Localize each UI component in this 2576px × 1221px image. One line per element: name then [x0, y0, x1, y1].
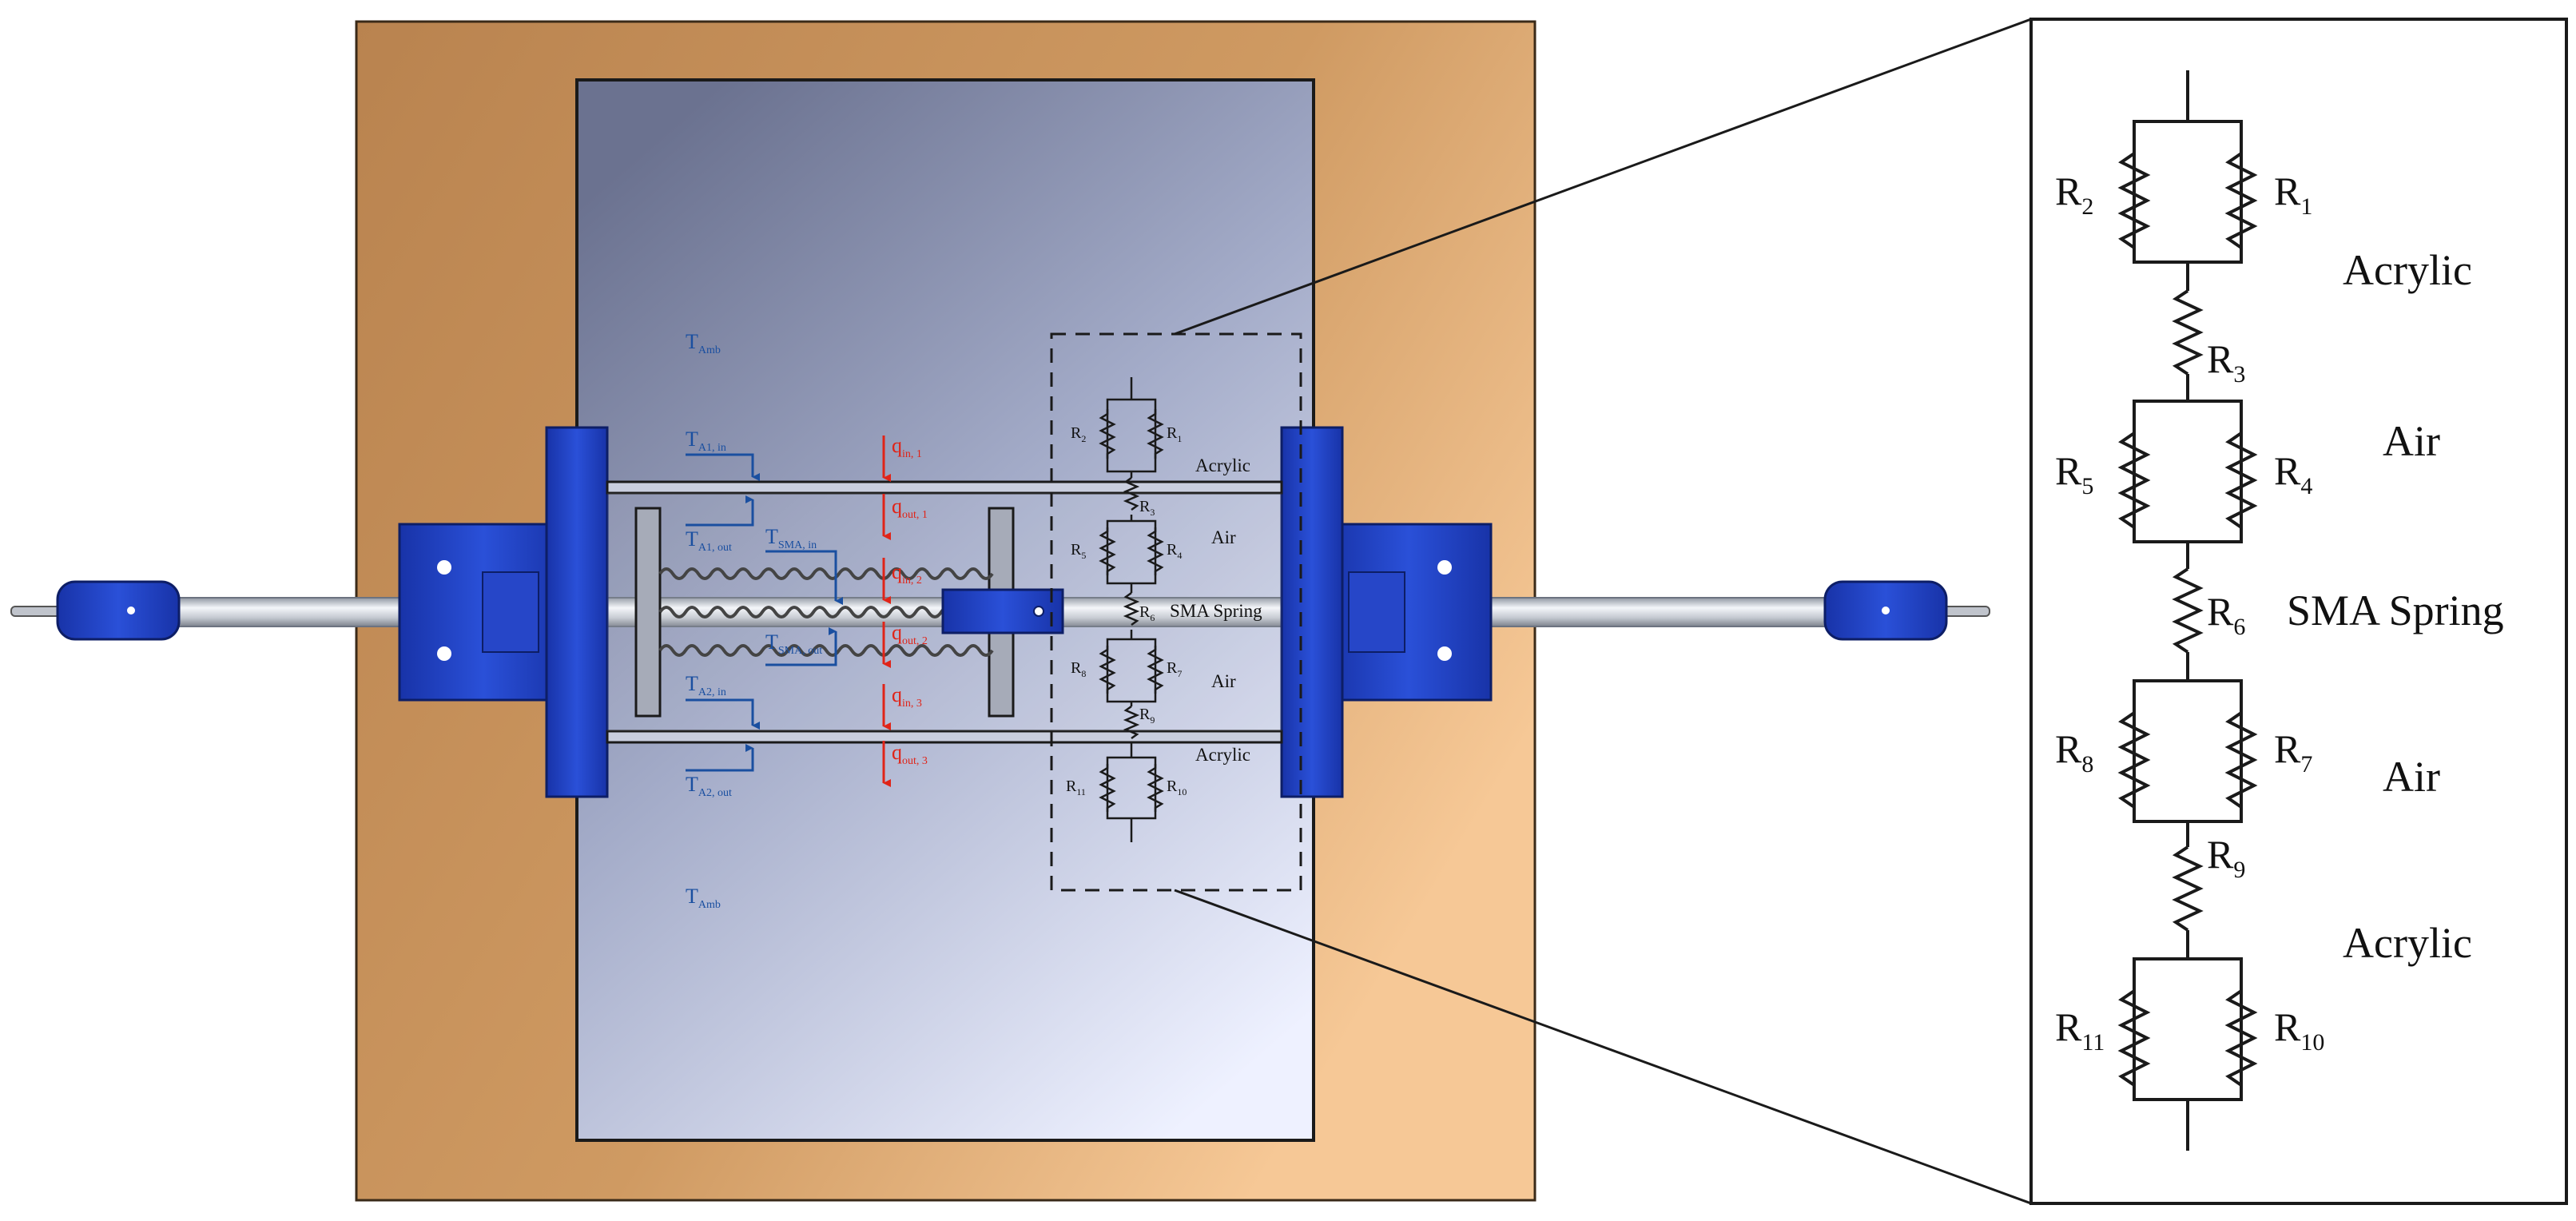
end-cap-left-hole	[127, 607, 135, 614]
temperature-leaders	[686, 453, 843, 772]
small-label-r11: R11	[1066, 778, 1086, 797]
label-t-sma-in: TSMA, in	[765, 525, 817, 551]
right-bracket-inner	[1348, 571, 1405, 653]
slider-block	[941, 588, 1064, 634]
small-label-r6: R6	[1139, 603, 1155, 623]
large-label-r1: R1	[2274, 169, 2312, 220]
end-cap-right-hole	[1882, 607, 1890, 614]
label-t-a2-out: TA2, out	[686, 773, 732, 799]
label-q-out-2: qout, 2	[892, 621, 928, 647]
large-label-r9: R9	[2207, 832, 2245, 883]
small-label-r9: R9	[1139, 706, 1155, 726]
label-q-in-3: qin, 3	[892, 683, 922, 710]
slider-block-hole	[1033, 606, 1044, 617]
label-q-in-2: qin, 2	[892, 560, 922, 587]
large-layer-air-bottom: Air	[2383, 753, 2440, 801]
label-t-a1-in: TA1, in	[686, 428, 726, 454]
small-layer-acrylic-bottom: Acrylic	[1195, 745, 1250, 765]
small-label-r3: R3	[1139, 498, 1155, 518]
large-layer-air-top: Air	[2383, 417, 2440, 465]
zoom-connector-bottom	[1174, 889, 2032, 1205]
right-end-plate	[1280, 426, 1344, 798]
small-layer-air-top: Air	[1211, 527, 1236, 547]
small-label-r8: R8	[1071, 659, 1086, 679]
right-bracket-screw-top	[1437, 560, 1452, 575]
large-label-r4: R4	[2274, 448, 2312, 499]
left-bracket-screw-bottom	[437, 646, 451, 661]
small-label-r4: R4	[1167, 541, 1182, 561]
large-label-r6: R6	[2207, 589, 2245, 640]
zoom-panel	[2029, 18, 2568, 1205]
large-layer-sma-spring: SMA Spring	[2287, 587, 2504, 634]
label-q-in-1: qin, 1	[892, 434, 922, 460]
label-t-amb-bottom: TAmb	[686, 885, 721, 911]
left-end-plate	[545, 426, 609, 798]
end-cap-left	[56, 580, 181, 641]
small-label-r10: R10	[1167, 778, 1187, 797]
sma-spring-bottom	[658, 644, 994, 657]
left-bracket-inner	[482, 571, 539, 653]
large-label-r2: R2	[2055, 169, 2093, 220]
small-resistor-network	[1099, 377, 1164, 842]
large-label-r8: R8	[2055, 726, 2093, 778]
large-label-r5: R5	[2055, 448, 2093, 499]
label-q-out-3: qout, 3	[892, 741, 928, 767]
large-layer-acrylic-top: Acrylic	[2343, 246, 2472, 294]
label-t-a1-out: TA1, out	[686, 527, 732, 554]
sma-spring-middle	[658, 606, 994, 618]
acrylic-tube-bottom-wall	[606, 730, 1283, 744]
large-label-r3: R3	[2207, 336, 2245, 388]
small-label-r1: R1	[1167, 424, 1182, 444]
small-layer-air-bottom: Air	[1211, 671, 1236, 691]
acrylic-tube-top-wall	[606, 480, 1283, 495]
small-label-r2: R2	[1071, 424, 1086, 444]
spring-clamp-left	[634, 507, 662, 718]
large-layer-acrylic-bottom: Acrylic	[2343, 919, 2472, 967]
sma-spring-top	[658, 567, 994, 580]
label-t-a2-in: TA2, in	[686, 672, 726, 698]
small-label-r5: R5	[1071, 541, 1086, 561]
rod-tip-left	[10, 606, 65, 617]
small-layer-sma-spring: SMA Spring	[1170, 601, 1262, 621]
label-t-amb-top: TAmb	[686, 330, 721, 356]
label-q-out-1: qout, 1	[892, 495, 928, 521]
large-resistor-network	[2117, 70, 2258, 1151]
small-layer-acrylic-top: Acrylic	[1195, 455, 1250, 475]
large-label-r7: R7	[2274, 726, 2312, 778]
right-bracket-screw-bottom	[1437, 646, 1452, 661]
large-label-r11: R11	[2055, 1004, 2105, 1056]
small-label-r7: R7	[1167, 659, 1182, 679]
zoom-connector-top	[1174, 18, 2032, 336]
left-bracket-screw-top	[437, 560, 451, 575]
label-t-sma-out: TSMA, out	[765, 630, 822, 657]
large-label-r10: R10	[2274, 1004, 2324, 1056]
